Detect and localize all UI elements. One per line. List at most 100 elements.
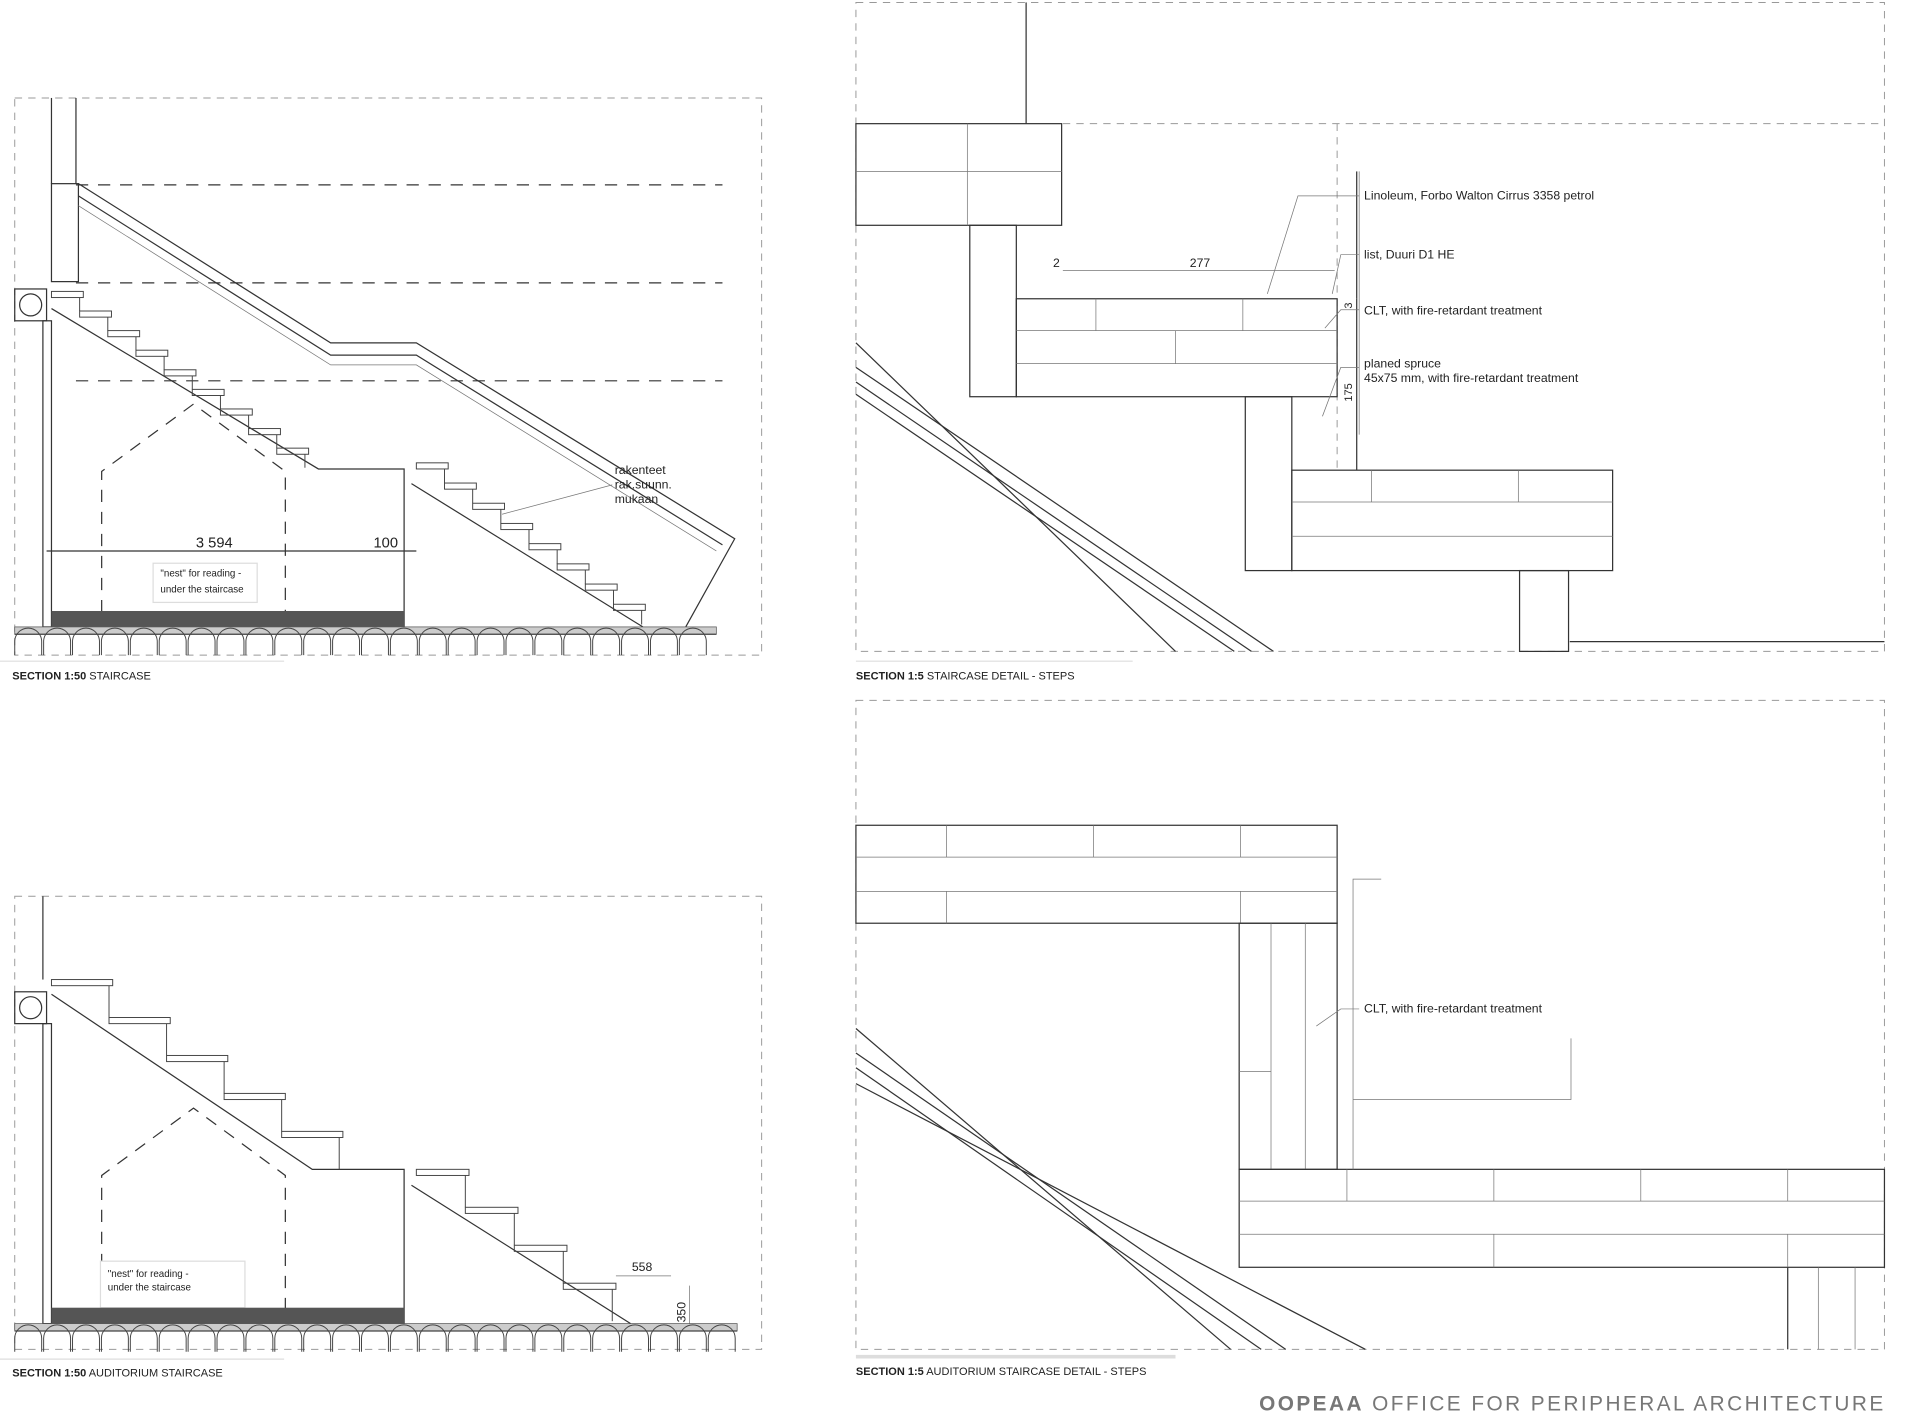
upper-step — [855, 123, 1063, 226]
callout-list: list, Duuri D1 HE — [1364, 247, 1454, 261]
callout-spruce: planed spruce — [1364, 356, 1441, 370]
stair-tread — [584, 583, 618, 591]
stair-tread — [248, 428, 281, 436]
stair-tread — [444, 482, 477, 490]
hollow-core-slab — [389, 627, 418, 656]
dim-rise: 350 — [675, 1302, 689, 1323]
stair-tread — [281, 1130, 344, 1138]
stair-tread — [528, 543, 562, 551]
hollow-core-slab — [361, 627, 389, 656]
hollow-core-slab — [534, 1324, 563, 1352]
hollow-core-slab — [72, 627, 100, 656]
hollow-core-slab — [14, 1324, 43, 1352]
hollow-core-slab — [274, 1324, 303, 1352]
hollow-core-slab — [707, 1324, 736, 1352]
floor-cushion — [51, 610, 405, 627]
hollow-core-slab — [621, 1324, 649, 1352]
section-label: SECTION 1:5 AUDITORIUM STAIRCASE DETAIL … — [856, 1366, 1147, 1378]
nest-note: "nest" for reading - — [108, 1269, 189, 1280]
floor-topping — [14, 626, 717, 635]
dim-rise: 175 — [1343, 383, 1355, 401]
hollow-core-slab — [649, 627, 678, 656]
stair-tread — [556, 563, 590, 571]
callout-linoleum: Linoleum, Forbo Walton Cirrus 3358 petro… — [1364, 189, 1594, 203]
hollow-core-slab — [592, 627, 621, 656]
stair-tread — [108, 1017, 171, 1025]
hollow-core-slab — [476, 1324, 505, 1352]
stair-tread — [513, 1244, 568, 1252]
callout-clt: CLT, with fire-retardant treatment — [1364, 304, 1543, 318]
hollow-core-slab — [43, 627, 72, 656]
hollow-core-slab — [43, 1324, 72, 1352]
stair-tread — [79, 310, 112, 318]
stair-tread — [191, 388, 225, 396]
hollow-core-slab — [418, 1324, 447, 1352]
hollow-core-slab — [245, 627, 274, 656]
structure-note-3: mukaan — [615, 492, 659, 506]
hollow-core-slab — [332, 627, 361, 656]
hollow-core-slab — [389, 1324, 418, 1352]
wall — [42, 320, 53, 628]
callout-clt: CLT, with fire-retardant treatment — [1364, 1002, 1543, 1016]
section-label: SECTION 1:50 AUDITORIUM STAIRCASE — [12, 1367, 222, 1379]
hollow-core-slab — [245, 1324, 274, 1352]
nest-note-2: under the staircase — [108, 1283, 191, 1294]
stair-tread — [166, 1054, 229, 1063]
dim-wall: 100 — [373, 535, 398, 551]
stair-tread — [50, 979, 114, 987]
hollow-core-slab — [678, 1324, 707, 1352]
hollow-core-slab — [563, 627, 592, 656]
hollow-core-slab — [100, 1324, 129, 1352]
section-staircase-detail: 277 2 3 175 Linoleum, Forbo Walton Cirru… — [855, 1, 1885, 683]
stair-tread — [50, 290, 84, 299]
hollow-core-slab — [72, 1324, 100, 1352]
hollow-core-slab — [678, 627, 707, 656]
hollow-core-slab — [361, 1324, 389, 1352]
hollow-core-slab — [418, 627, 447, 656]
nest-note: "nest" for reading - — [160, 569, 241, 580]
section-auditorium: "nest" for reading - under the staircase… — [0, 895, 763, 1379]
stair-tread — [415, 462, 449, 470]
hollow-core-slab — [534, 627, 563, 656]
stair-tread — [135, 349, 169, 357]
section-auditorium-detail: CLT, with fire-retardant treatment SECTI… — [855, 699, 1886, 1378]
dim-tread: 558 — [632, 1260, 653, 1274]
clt-step — [1015, 298, 1338, 398]
structure-note: rakenteet — [615, 463, 667, 477]
dim-tread: 277 — [1190, 256, 1211, 270]
brand-footer: OOPEAA OFFICE FOR PERIPHERAL ARCHITECTUR… — [1259, 1393, 1886, 1413]
hollow-core-slab — [621, 627, 649, 656]
section-staircase: 3 594 100 "nest" for reading - under the… — [0, 97, 763, 683]
spruce-post — [969, 224, 1017, 398]
hollow-core-slab — [14, 627, 43, 656]
hollow-core-slab — [158, 627, 187, 656]
section-label: SECTION 1:5 STAIRCASE DETAIL - STEPS — [856, 671, 1075, 683]
hollow-core-slab — [274, 627, 303, 656]
stair-tread — [276, 447, 310, 455]
hollow-core-slab — [216, 627, 245, 656]
dim-gap: 2 — [1053, 256, 1060, 270]
nest-note-2: under the staircase — [160, 585, 243, 596]
hollow-core-slab — [447, 627, 476, 656]
stair-tread — [223, 1092, 286, 1101]
hollow-core-slab — [129, 627, 158, 656]
hollow-core-slab — [303, 627, 332, 656]
hollow-core-slab — [649, 1324, 678, 1352]
stair-tread — [107, 330, 141, 338]
hollow-core-slab — [187, 1324, 216, 1352]
stair-tread — [562, 1282, 617, 1290]
structure-note-2: rak.suunn. — [615, 478, 672, 492]
hollow-core-slab — [505, 627, 534, 656]
dim-width: 3 594 — [196, 535, 233, 551]
stair-tread — [163, 369, 197, 377]
hollow-core-slab — [505, 1324, 534, 1352]
stair-tread — [500, 522, 534, 531]
hollow-core-slab — [129, 1324, 158, 1352]
beam-section — [14, 288, 48, 322]
hollow-core-slab — [592, 1324, 621, 1352]
hollow-core-slab — [303, 1324, 332, 1352]
frame — [14, 97, 763, 656]
hollow-core-slab — [100, 627, 129, 656]
hollow-core-slab — [332, 1324, 361, 1352]
hollow-core-slab — [187, 627, 216, 656]
